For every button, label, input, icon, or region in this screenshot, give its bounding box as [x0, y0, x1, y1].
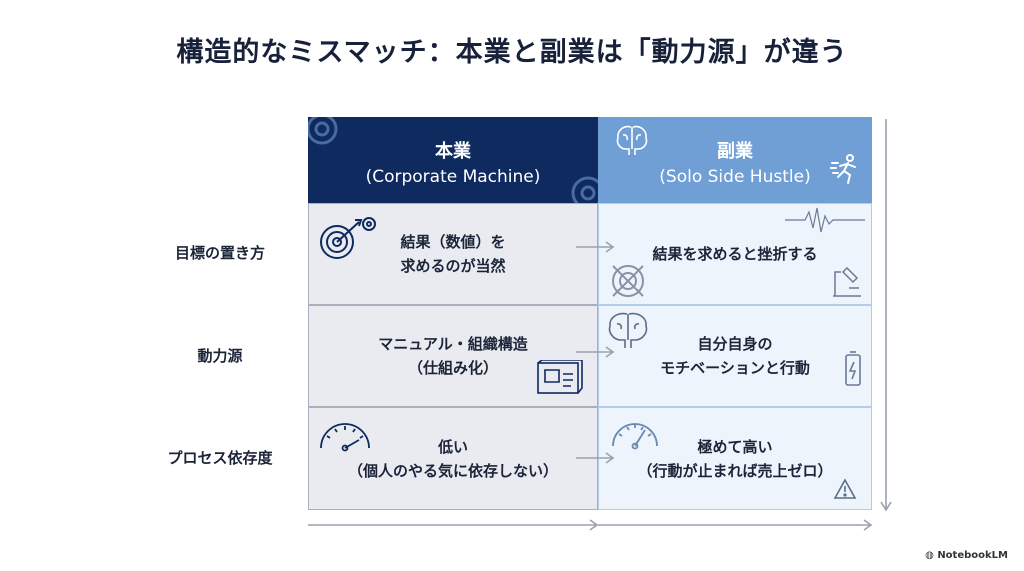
- bottom-axis-arrow-left: [308, 519, 599, 531]
- cell-corporate-process-dependency: 低い （個人のやる気に依存しない）: [308, 407, 598, 510]
- header-side-hustle-title: 副業: [717, 141, 753, 162]
- notebooklm-icon: ◍: [925, 550, 938, 561]
- notebooklm-label: NotebookLM: [937, 550, 1008, 561]
- microscope-icon: [829, 262, 865, 300]
- cell-side-hustle-process-dependency: 極めて高い （行動が止まれば売上ゼロ）: [598, 407, 872, 510]
- cell-side-hustle-goal: 結果を求めると挫折する: [598, 203, 872, 305]
- row-label-process-dependency: プロセス依存度: [167, 449, 273, 467]
- vertical-axis-arrow: [880, 119, 892, 512]
- cell-text-line: モチベーションと行動: [660, 359, 810, 377]
- cell-text-line: （行動が止まれば売上ゼロ）: [637, 461, 833, 480]
- gauge-low-icon: [317, 418, 373, 454]
- bottom-axis-arrow-right: [598, 519, 873, 531]
- row-arrow-process-dependency: [576, 452, 615, 464]
- cell-text-line: 極めて高い: [697, 437, 773, 456]
- blueprint-icon: [535, 360, 585, 400]
- page-title: 構造的なミスマッチ：本業と副業は「動力源」が違う: [176, 37, 848, 68]
- header-corporate: 本業 (Corporate Machine): [308, 117, 598, 203]
- cell-corporate-goal: 結果（数値）を 求めるのが当然: [308, 203, 598, 305]
- row-arrow-power-source: [576, 346, 615, 358]
- cell-text-line: 求めるのが当然: [400, 257, 506, 275]
- row-label-goal: 目標の置き方: [174, 244, 265, 262]
- header-side-hustle: 副業 (Solo Side Hustle): [598, 117, 872, 203]
- cell-text-line: 自分自身の: [697, 335, 773, 353]
- header-corporate-title: 本業: [435, 141, 471, 162]
- warning-icon: [833, 478, 857, 500]
- gear-icon: [562, 167, 598, 203]
- crossed-target-icon: [609, 262, 647, 300]
- gauge-high-icon: [609, 418, 661, 452]
- cell-corporate-power-source: マニュアル・組織構造 （仕組み化）: [308, 305, 598, 407]
- row-arrow-goal: [576, 241, 615, 253]
- cell-text-line: 低い: [437, 437, 468, 456]
- cell-text-line: 結果（数値）を: [400, 233, 506, 251]
- cell-text-line: （仕組み化）: [407, 359, 498, 377]
- cell-text-line: 結果を求めると挫折する: [652, 245, 818, 263]
- cell-side-hustle-power-source: 自分自身の モチベーションと行動: [598, 305, 872, 407]
- row-label-power-source: 動力源: [197, 347, 243, 365]
- battery-charging-icon: [843, 350, 863, 388]
- gear-icon: [308, 117, 354, 159]
- target-icon: [315, 214, 377, 262]
- notebooklm-logo: ◍ NotebookLM: [925, 550, 1008, 561]
- cell-text-line: （個人のやる気に依存しない）: [347, 461, 558, 480]
- brain-icon: [614, 123, 650, 157]
- heartbeat-line-icon: [785, 206, 865, 234]
- running-person-icon: [830, 153, 862, 185]
- header-corporate-subtitle: (Corporate Machine): [365, 167, 541, 187]
- cell-text-line: マニュアル・組織構造: [378, 335, 528, 353]
- brain-icon: [605, 310, 651, 350]
- header-side-hustle-subtitle: (Solo Side Hustle): [659, 167, 811, 187]
